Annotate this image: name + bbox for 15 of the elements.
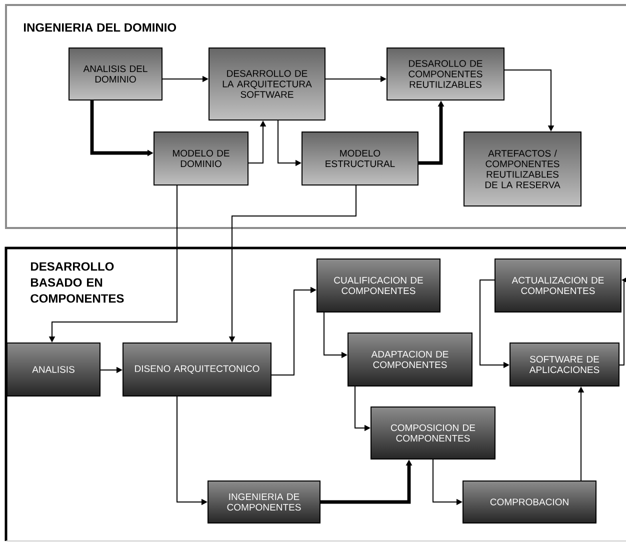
process-box: SOFTWARE DE APLICACIONES <box>510 342 620 386</box>
process-box: COMPOSICION DE COMPONENTES <box>370 406 496 460</box>
process-box: ANALISIS <box>6 342 100 396</box>
process-box: CUALIFICACION DE COMPONENTES <box>316 258 440 312</box>
process-box: COMPROBACION <box>462 480 596 524</box>
domain-box: DESARROLLO DE LA ARQUITECTURA SOFTWARE <box>208 48 326 120</box>
domain-box: MODELO ESTRUCTURAL <box>302 132 418 186</box>
process-box: ACTUALIZACION DE COMPONENTES <box>494 258 622 312</box>
domain-box: ARTEFACTOS / COMPONENTES REUTILIZABLES DE LA RESERVA <box>464 132 582 206</box>
process-box: ADAPTACION DE COMPONENTES <box>348 332 472 386</box>
process-box: DISENO ARQUITECTONICO <box>122 342 272 396</box>
domain-box: ANALISIS DEL DOMINIO <box>68 48 162 100</box>
domain-box: MODELO DE DOMINIO <box>154 132 248 186</box>
process-box: INGENIERIA DE COMPONENTES <box>208 480 320 524</box>
domain-box: DESAROLLO DE COMPONENTES REUTILIZABLES <box>386 48 504 100</box>
